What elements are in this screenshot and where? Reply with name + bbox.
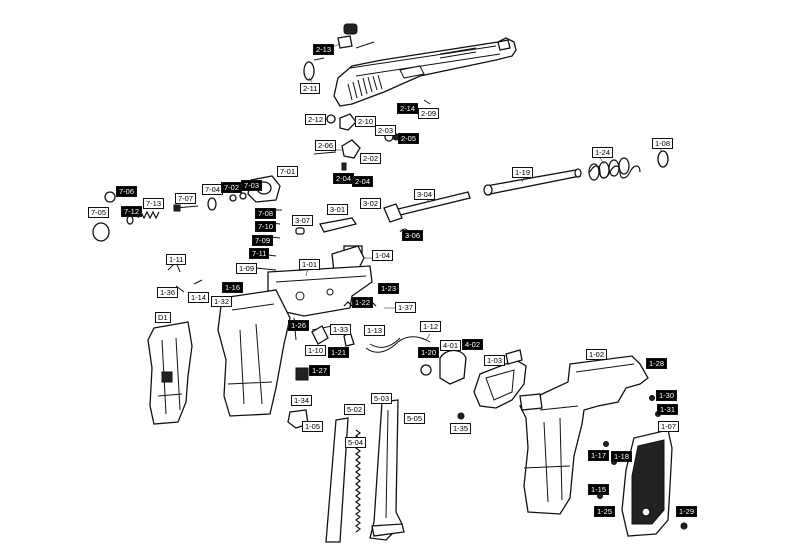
callout-7-05: 7-05 (88, 207, 110, 218)
callout-7-04: 7-04 (202, 184, 224, 195)
callout-2-02: 2-02 (360, 153, 382, 164)
callout-2-10: 2-10 (355, 116, 377, 127)
callout-1-33: 1-33 (330, 324, 352, 335)
barrel-assembly (383, 150, 669, 233)
hammer-trigger-guard (420, 349, 527, 420)
callout-1-25: 1-25 (594, 506, 616, 517)
callout-1-29: 1-29 (676, 506, 698, 517)
callout-2-14: 2-14 (397, 103, 419, 114)
right-grip (621, 429, 673, 537)
callout-1-37: 1-37 (395, 302, 417, 313)
callout-1-14: 1-14 (188, 292, 210, 303)
callout-1-05: 1-05 (302, 421, 324, 432)
callout-3-07: 3-07 (292, 215, 314, 226)
slide-small-parts (303, 23, 431, 171)
callout-1-31: 1-31 (657, 404, 679, 415)
callout-1-02: 1-02 (586, 349, 608, 360)
callout-1-21: 1-21 (328, 347, 350, 358)
callout-2-04a: 2-04 (333, 173, 355, 184)
callout-1-23: 1-23 (378, 283, 400, 294)
callout-3-01: 3-01 (327, 204, 349, 215)
callout-1-03: 1-03 (484, 355, 506, 366)
callout-1-28: 1-28 (646, 358, 668, 369)
callout-2-12: 2-12 (305, 114, 327, 125)
callout-1-17: 1-17 (588, 450, 610, 461)
callout-3-06: 3-06 (402, 230, 424, 241)
callout-1-16: 1-16 (222, 282, 244, 293)
callout-1-22: 1-22 (352, 297, 374, 308)
callout-2-13: 2-13 (313, 44, 335, 55)
callout-1-04: 1-04 (372, 250, 394, 261)
callout-1-19: 1-19 (512, 167, 534, 178)
callout-7-08: 7-08 (255, 208, 277, 219)
callout-1-24: 1-24 (592, 147, 614, 158)
callout-1-08: 1-08 (652, 138, 674, 149)
callout-5-04: 5-04 (345, 437, 367, 448)
callout-5-05: 5-05 (404, 413, 426, 424)
callout-7-10: 7-10 (255, 221, 277, 232)
callout-7-07: 7-07 (175, 193, 197, 204)
left-grip (147, 321, 193, 425)
callout-1-27: 1-27 (309, 365, 331, 376)
callout-1-26: 1-26 (288, 320, 310, 331)
callout-2-09: 2-09 (418, 108, 440, 119)
callout-7-11: 7-11 (249, 248, 270, 259)
callout-7-12: 7-12 (121, 206, 143, 217)
callout-1-35: 1-35 (450, 423, 472, 434)
callout-1-34: 1-34 (291, 395, 313, 406)
callout-1-11: 1-11 (166, 254, 187, 265)
callout-3-02: 3-02 (360, 198, 382, 209)
callout-5-02: 5-02 (344, 404, 366, 415)
callout-7-02: 7-02 (221, 182, 243, 193)
callout-1-12: 1-12 (420, 321, 442, 332)
callout-1-09: 1-09 (236, 263, 258, 274)
magazine (325, 399, 405, 543)
callout-7-09: 7-09 (252, 235, 274, 246)
callout-2-04b: 2-04 (352, 176, 374, 187)
slide (333, 37, 517, 107)
callout-1-20: 1-20 (418, 347, 440, 358)
callout-4-01: 4-01 (440, 340, 462, 351)
callout-1-13: 1-13 (364, 325, 386, 336)
callout-7-01: 7-01 (277, 166, 299, 177)
callout-7-13: 7-13 (143, 198, 165, 209)
callout-1-01: 1-01 (299, 259, 321, 270)
callout-1-15: 1-15 (588, 484, 610, 495)
callout-2-06: 2-06 (315, 140, 337, 151)
callout-d1: D1 (155, 312, 171, 323)
callout-2-11: 2-11 (300, 83, 321, 94)
callout-7-06: 7-06 (116, 186, 138, 197)
callout-1-18: 1-18 (611, 451, 633, 462)
callout-1-36: 1-36 (157, 287, 179, 298)
callout-1-07: 1-07 (658, 421, 680, 432)
callout-7-03: 7-03 (241, 180, 263, 191)
callout-1-32: 1-32 (211, 296, 233, 307)
callout-1-30: 1-30 (656, 390, 678, 401)
callout-1-10: 1-10 (305, 345, 327, 356)
callout-2-05: 2-05 (398, 133, 420, 144)
callout-2-03: 2-03 (375, 125, 397, 136)
callout-4-02: 4-02 (462, 339, 484, 350)
callout-3-04: 3-04 (414, 189, 436, 200)
callout-5-03: 5-03 (371, 393, 393, 404)
